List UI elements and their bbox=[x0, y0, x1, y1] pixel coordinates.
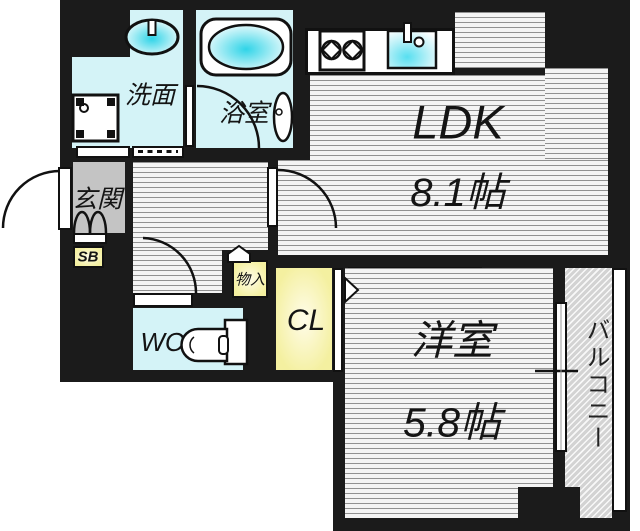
washroom-partition bbox=[76, 146, 130, 158]
western-room-window bbox=[555, 302, 567, 452]
kitchen-counter bbox=[305, 28, 455, 75]
entrance-step bbox=[73, 233, 107, 244]
closet-label: CL bbox=[286, 304, 326, 337]
hallway-floor-lower bbox=[133, 250, 222, 293]
entrance-label: 玄関 bbox=[71, 185, 123, 214]
wc-door-leaf bbox=[133, 293, 193, 307]
shoebox-area bbox=[73, 246, 104, 268]
ldk-label: LDK bbox=[412, 95, 504, 149]
western-room-label: 洋室 bbox=[411, 317, 493, 364]
bathroom-label: 浴室 bbox=[218, 99, 270, 128]
hall-ldk-door-leaf bbox=[267, 167, 278, 227]
balcony-step-wall bbox=[518, 487, 580, 522]
ldk-floor-3 bbox=[310, 75, 545, 160]
closet-door bbox=[333, 268, 343, 372]
balcony-label: バルコニー bbox=[582, 317, 609, 453]
western-room-size-label: 5.8帖 bbox=[403, 399, 501, 446]
balcony-railing bbox=[612, 268, 627, 512]
wc-label: WC bbox=[140, 327, 184, 357]
washroom-sliding-door bbox=[132, 146, 184, 158]
entrance-door-arc-icon bbox=[1, 169, 61, 229]
shoebox-label: SB bbox=[77, 248, 99, 266]
ldk-floor-1 bbox=[455, 12, 545, 68]
western-room-floor bbox=[345, 268, 553, 518]
ldk-size-label: 8.1帖 bbox=[410, 171, 506, 215]
balcony-floor bbox=[565, 268, 612, 518]
closet-area bbox=[276, 268, 332, 370]
entrance-door-leaf bbox=[58, 167, 72, 230]
bathroom-door bbox=[185, 85, 194, 147]
storage-label: 物入 bbox=[234, 271, 266, 289]
ldk-floor-2 bbox=[545, 68, 608, 160]
hallway-floor bbox=[133, 162, 268, 250]
washroom-label: 洗面 bbox=[124, 81, 176, 110]
